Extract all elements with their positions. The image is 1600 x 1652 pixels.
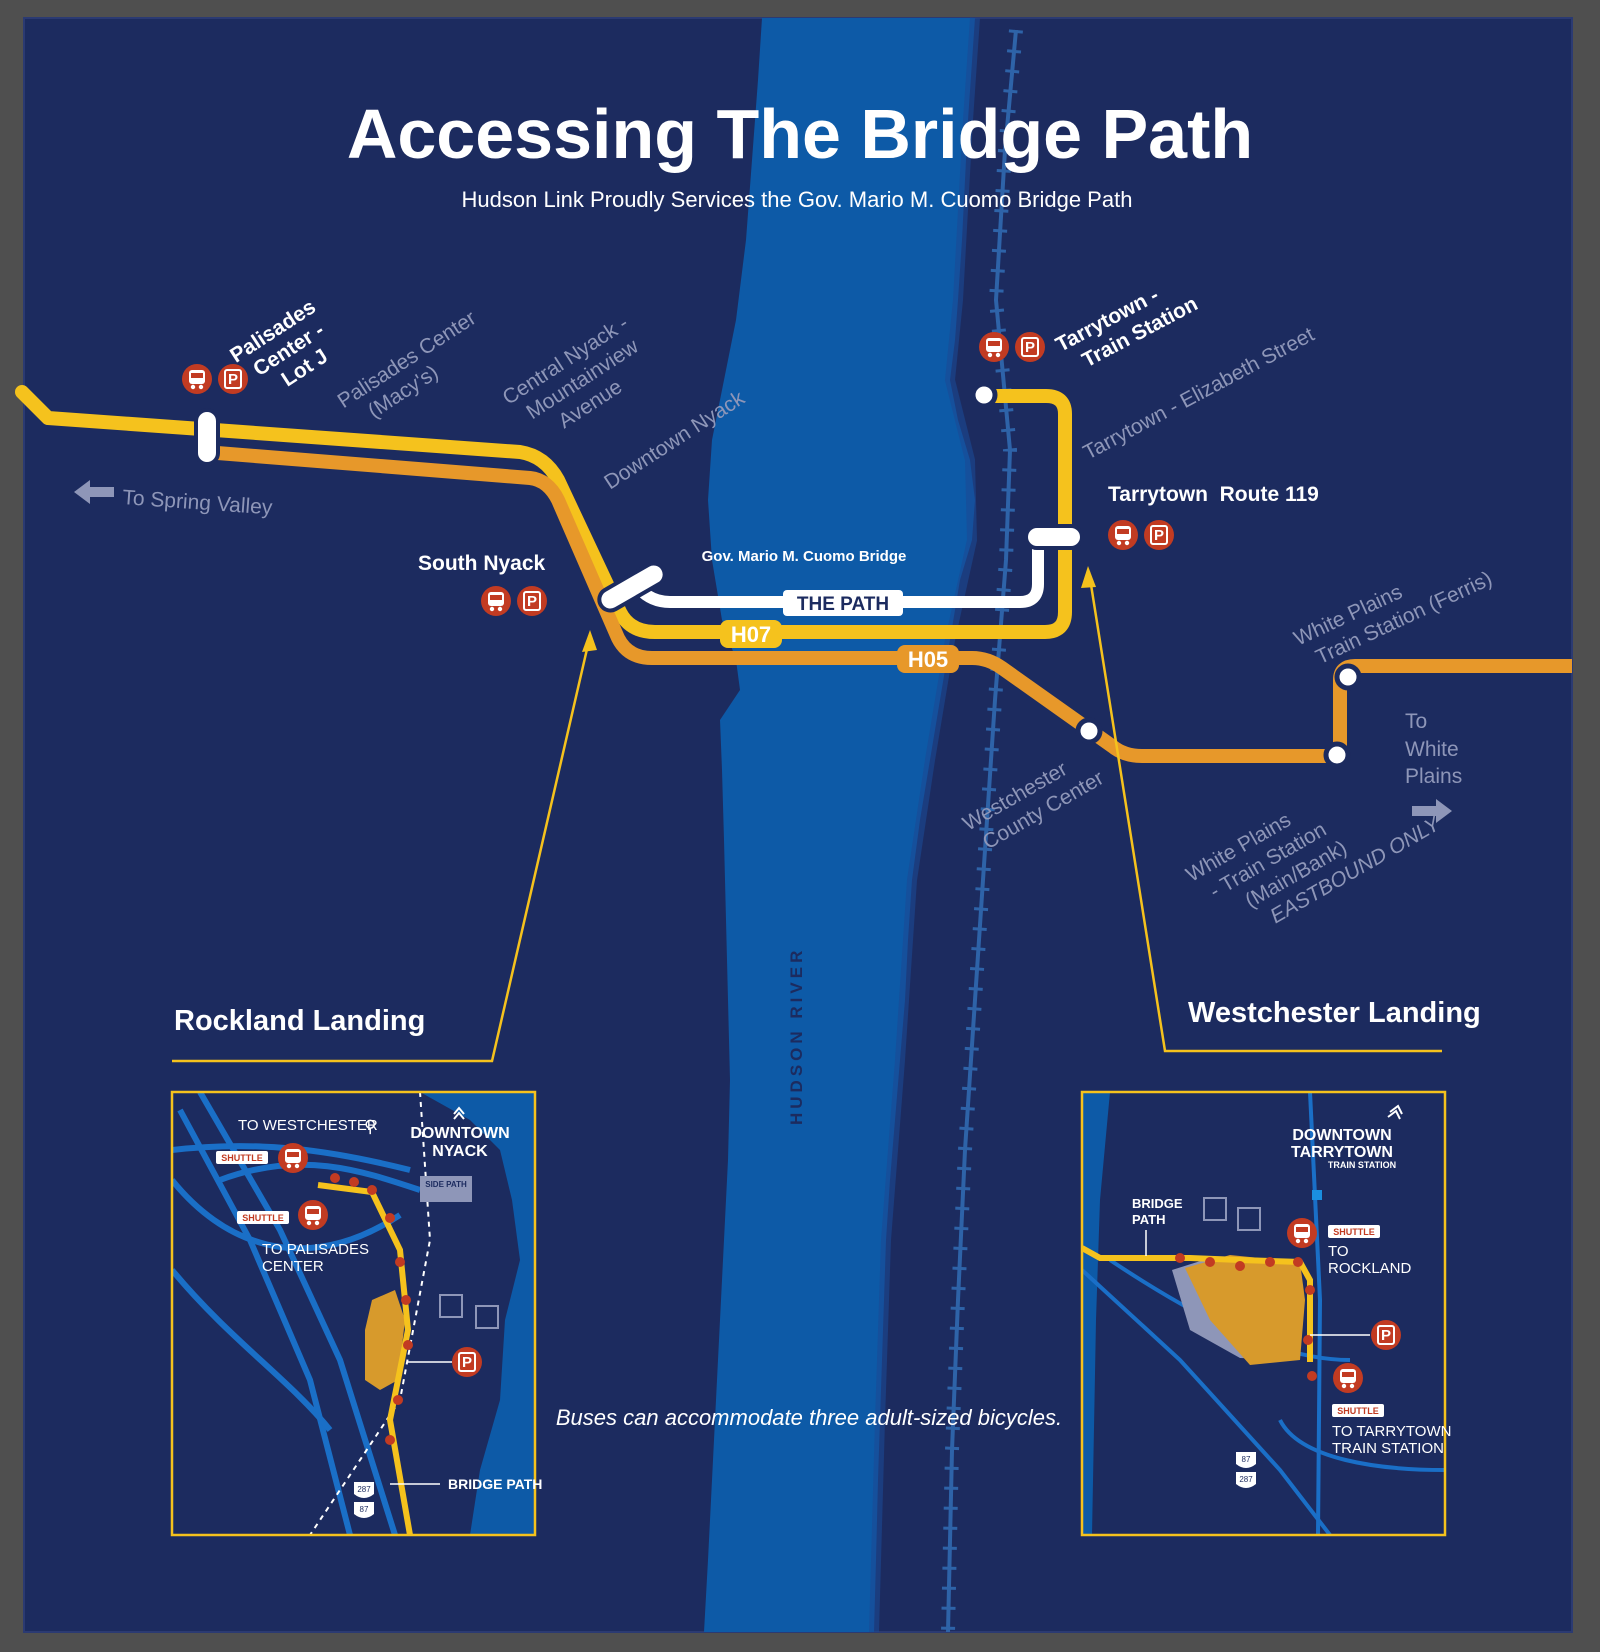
svg-text:87: 87: [1242, 1455, 1251, 1464]
svg-text:DOWNTOWN: DOWNTOWN: [410, 1125, 509, 1142]
shuttle-tag: [216, 1151, 268, 1164]
shuttle-tag: [237, 1211, 289, 1224]
westchester-river: [1082, 1092, 1110, 1535]
westchester-parking-lot: [1185, 1255, 1305, 1365]
shuttle-tag: [1332, 1404, 1384, 1417]
north-arrow-icon: [1387, 1104, 1403, 1120]
tarrytown-119-path-capsule[interactable]: [1024, 524, 1084, 550]
river-label: HUDSON RIVER: [787, 947, 806, 1125]
bike-icon: ⚲: [364, 1117, 376, 1136]
restroom-icon: [1237, 1207, 1261, 1231]
svg-text:TO WESTCHESTER: TO WESTCHESTER: [238, 1117, 378, 1134]
side-path-sign: [420, 1176, 472, 1202]
svg-text:P: P: [1381, 1327, 1391, 1344]
bus-icon: [278, 1143, 308, 1173]
svg-text:BRIDGE PATH: BRIDGE PATH: [448, 1476, 542, 1492]
stop-white-plains-ferris[interactable]: [1334, 663, 1362, 691]
parking-letter: P: [1025, 339, 1035, 356]
rockland-callout-line: [172, 635, 592, 1063]
shuttle-tag: [1328, 1225, 1380, 1238]
westchester-inset: DOWNTOWN TARRYTOWN TRAIN STATION BRIDGE …: [1080, 1090, 1451, 1537]
railroad-line: [941, 29, 1023, 1633]
bus-icon: [1287, 1218, 1317, 1248]
page-title: Accessing The Bridge Path: [347, 95, 1253, 173]
hudson-river: [704, 18, 975, 1632]
svg-text:Plains: Plains: [1405, 765, 1462, 788]
bicycle-note: Buses can accommodate three adult-sized …: [556, 1405, 1062, 1430]
svg-text:TRAIN STATION: TRAIN STATION: [1332, 1440, 1444, 1457]
route-h07-badge: [720, 620, 782, 648]
westchester-callout-arrow: [1081, 566, 1096, 588]
svg-text:SIDE PATH: SIDE PATH: [425, 1180, 467, 1189]
svg-text:TRAIN STATION: TRAIN STATION: [1328, 1160, 1396, 1170]
bus-icon: [298, 1200, 328, 1230]
interstate-shield-icon: [1236, 1472, 1256, 1488]
svg-text:SHUTTLE: SHUTTLE: [221, 1153, 263, 1163]
palisades-path-capsule[interactable]: [194, 408, 220, 466]
rockland-landing-title: Rockland Landing: [174, 1005, 425, 1037]
svg-text:TO TARRYTOWN: TO TARRYTOWN: [1332, 1423, 1451, 1440]
svg-text:SHUTTLE: SHUTTLE: [1333, 1227, 1375, 1237]
svg-text:TARRYTOWN: TARRYTOWN: [1291, 1144, 1393, 1161]
river-bank-shading: [869, 17, 980, 1633]
direction-white-plains: To White Plains: [1405, 710, 1462, 823]
stop-westchester-cc[interactable]: [1075, 717, 1103, 745]
arrow-right-icon: [1412, 799, 1452, 823]
bus-icon: [1108, 520, 1138, 550]
interstate-shield-icon: [1236, 1452, 1256, 1468]
the-path-label-box: [783, 590, 903, 616]
svg-text:P: P: [462, 1354, 472, 1371]
svg-text:87: 87: [360, 1505, 369, 1514]
route-h07-label: H07: [731, 622, 771, 647]
rockland-inset: DOWNTOWN NYACK TO WESTCHESTER ⚲ SHUTTLE …: [170, 1090, 542, 1537]
bus-icon: [1333, 1363, 1363, 1393]
svg-text:NYACK: NYACK: [432, 1143, 488, 1160]
parking-letter: P: [527, 593, 537, 610]
rockland-river: [420, 1092, 535, 1535]
restroom-icon: [475, 1305, 499, 1329]
bridge-label: Gov. Mario M. Cuomo Bridge: [702, 548, 907, 565]
route-h05-badge: [897, 645, 959, 673]
bus-icon: [979, 332, 1009, 362]
svg-text:SHUTTLE: SHUTTLE: [1337, 1406, 1379, 1416]
svg-text:PATH: PATH: [1132, 1212, 1165, 1227]
bus-icon: [182, 364, 212, 394]
label-tarrytown-119: Tarrytown Route 119: [1108, 483, 1319, 506]
accessible-icon: [1203, 1197, 1227, 1221]
svg-text:287: 287: [1239, 1475, 1253, 1484]
interstate-shield-icon: [354, 1502, 374, 1518]
svg-text:TO: TO: [1328, 1243, 1349, 1260]
svg-text:CENTER: CENTER: [262, 1258, 324, 1275]
south-nyack-path-capsule[interactable]: [595, 559, 668, 614]
rockland-callout-arrow: [582, 630, 597, 652]
svg-text:TO PALISADES: TO PALISADES: [262, 1241, 369, 1258]
route-h07-line: [15, 385, 1072, 639]
svg-text:White: White: [1405, 738, 1459, 761]
stop-tarrytown-train[interactable]: [970, 381, 998, 409]
page-subtitle: Hudson Link Proudly Services the Gov. Ma…: [462, 187, 1133, 212]
bus-icon: [481, 586, 511, 616]
label-south-nyack: South Nyack: [418, 552, 546, 575]
parking-letter: P: [228, 371, 238, 388]
parking-letter: P: [1154, 527, 1164, 544]
north-arrow-icon: [453, 1106, 465, 1120]
interstate-shield-icon: [354, 1482, 374, 1498]
accessible-icon: [439, 1294, 463, 1318]
svg-text:DOWNTOWN: DOWNTOWN: [1292, 1127, 1391, 1144]
westchester-landing-title: Westchester Landing: [1188, 997, 1481, 1029]
svg-text:BRIDGE: BRIDGE: [1132, 1196, 1183, 1211]
the-path-label: THE PATH: [797, 594, 889, 615]
route-h05-label: H05: [908, 647, 948, 672]
svg-text:ROCKLAND: ROCKLAND: [1328, 1260, 1412, 1277]
rockland-parking-lot: [365, 1290, 405, 1390]
stop-white-plains-main[interactable]: [1323, 741, 1351, 769]
svg-text:To: To: [1405, 710, 1427, 733]
svg-text:287: 287: [357, 1485, 371, 1494]
arrow-left-icon: [74, 480, 114, 504]
svg-text:SHUTTLE: SHUTTLE: [242, 1213, 284, 1223]
westchester-callout-line: [1087, 571, 1442, 1053]
